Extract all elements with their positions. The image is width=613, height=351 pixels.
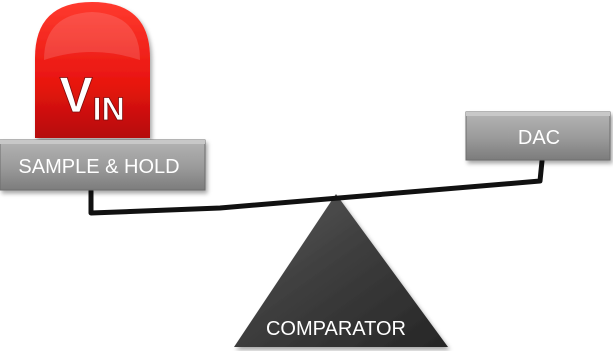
- comparator-fulcrum: [234, 194, 448, 347]
- sample-hold-label: SAMPLE & HOLD: [18, 156, 179, 178]
- dac-label: DAC: [518, 127, 560, 149]
- vin-label: VIN: [59, 67, 124, 127]
- vin-main-text: V: [59, 67, 93, 123]
- comparator-label: COMPARATOR: [266, 318, 406, 340]
- sample-hold-block: SAMPLE & HOLD: [0, 139, 206, 191]
- balance-beam: [88, 158, 545, 216]
- vin-weight: VIN: [35, 2, 150, 138]
- vin-subscript-text: IN: [93, 91, 125, 127]
- dac-block: DAC: [465, 111, 611, 161]
